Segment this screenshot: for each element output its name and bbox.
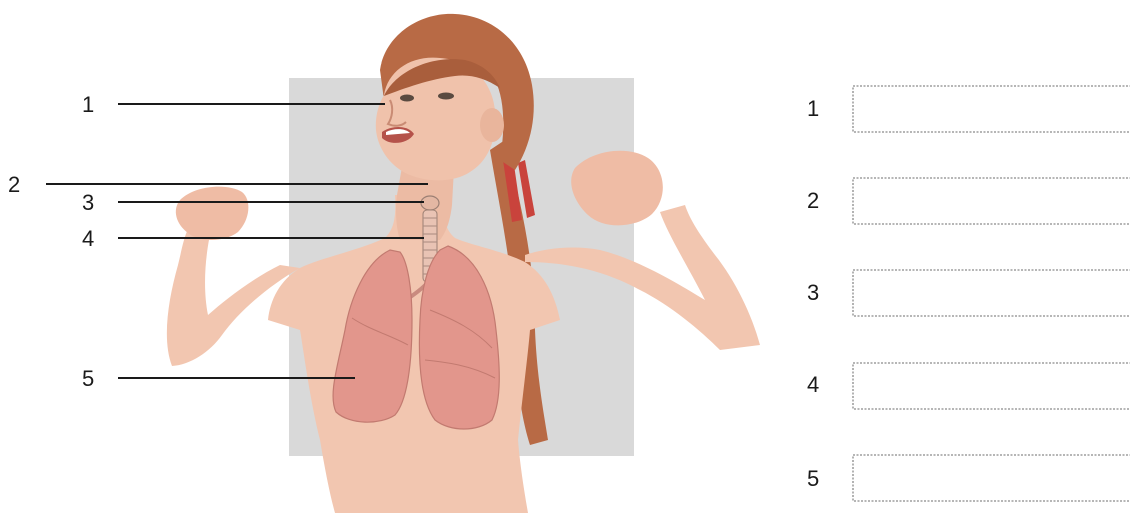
callout-number-2: 2	[8, 172, 20, 197]
answer-list: 1 2 3 4 5	[807, 86, 1130, 501]
callout-number-5: 5	[82, 366, 94, 391]
answer-box-2[interactable]	[853, 178, 1130, 224]
callout-numbers: 1 2 3 4 5	[8, 92, 94, 391]
callout-number-3: 3	[82, 190, 94, 215]
left-fist	[176, 187, 249, 240]
ear	[480, 108, 504, 142]
callout-number-1: 1	[82, 92, 94, 117]
answer-box-5[interactable]	[853, 455, 1130, 501]
eye-left	[400, 95, 414, 102]
answer-number-4: 4	[807, 372, 819, 397]
answer-number-2: 2	[807, 188, 819, 213]
figure-illustration	[167, 14, 760, 513]
callout-number-4: 4	[82, 226, 94, 251]
eye-right	[438, 93, 454, 100]
answer-number-3: 3	[807, 280, 819, 305]
answer-box-1[interactable]	[853, 86, 1130, 132]
answer-box-4[interactable]	[853, 363, 1130, 409]
answer-box-3[interactable]	[853, 270, 1130, 316]
answer-number-1: 1	[807, 96, 819, 121]
answer-number-5: 5	[807, 466, 819, 491]
